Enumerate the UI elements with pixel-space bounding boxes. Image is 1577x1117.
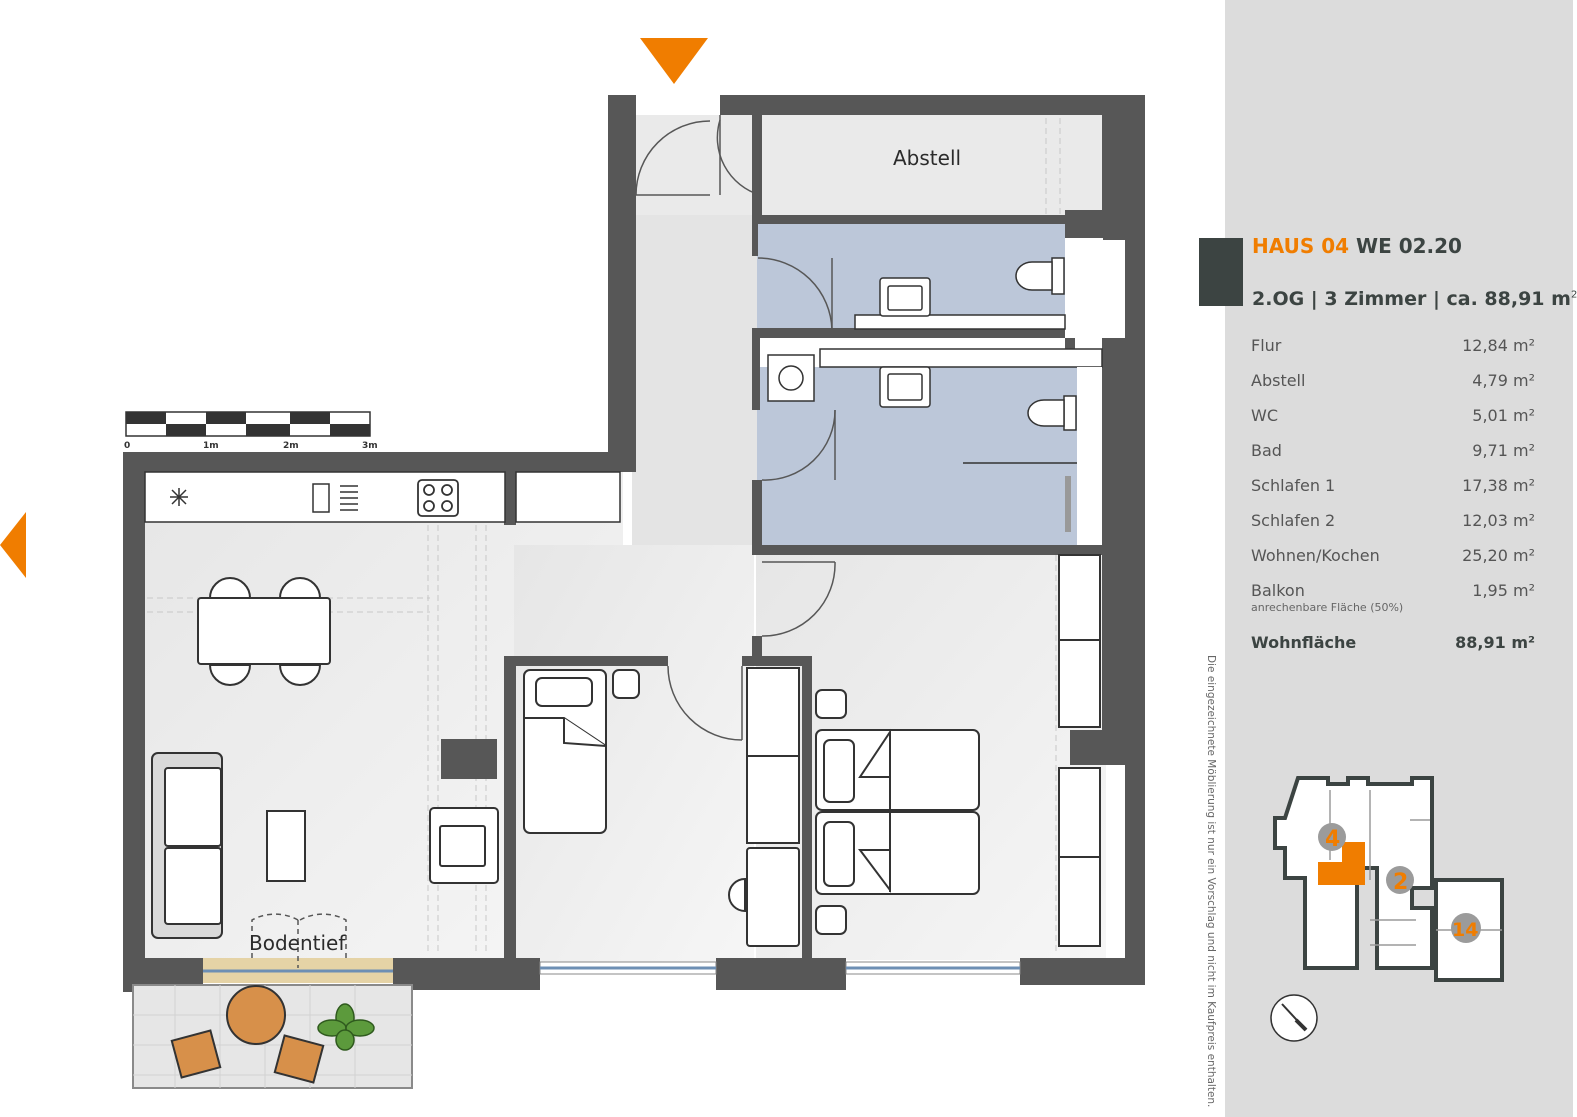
sink-icon xyxy=(312,483,358,513)
desk xyxy=(728,847,800,947)
wc-door xyxy=(757,257,833,331)
coffee-table xyxy=(266,810,306,882)
entry-door xyxy=(635,115,761,200)
title-marker xyxy=(1199,238,1243,306)
unit-title: HAUS 04 WE 02.20 xyxy=(1252,234,1462,258)
keyplan-house-2: 2 xyxy=(1393,870,1408,895)
bedroom1-door xyxy=(667,665,743,741)
sofa xyxy=(151,752,223,939)
plant-icon xyxy=(317,1003,375,1051)
unit-highlight xyxy=(1318,842,1365,885)
tv-cabinet xyxy=(441,739,497,779)
house-number: HAUS 04 xyxy=(1252,234,1350,258)
wc-fixtures xyxy=(854,238,1103,338)
dining-set xyxy=(197,577,331,686)
armchair xyxy=(429,807,499,884)
keyplan-house-4: 4 xyxy=(1325,827,1340,852)
entrance-arrow-icon xyxy=(640,38,708,84)
balcony-table xyxy=(226,985,286,1045)
bath-door xyxy=(761,409,836,481)
scale-tick-3: 3m xyxy=(362,441,378,451)
kitchen-counter xyxy=(144,471,621,523)
double-bed xyxy=(815,689,980,935)
cooktop-icon xyxy=(417,479,459,517)
balcony-chair-2 xyxy=(273,1034,325,1084)
compass-icon xyxy=(1270,994,1318,1042)
summary-text: 2.OG | 3 Zimmer | ca. 88,91 m xyxy=(1252,288,1571,310)
fridge-icon xyxy=(170,488,188,506)
disclaimer: Die eingezeichnete Möblierung ist nur ei… xyxy=(1205,655,1217,1108)
scale-tick-0: 0 xyxy=(124,441,130,451)
wardrobe xyxy=(746,667,800,844)
windows xyxy=(203,958,1021,983)
label-bodentief: Bodentief xyxy=(249,931,346,955)
label-abstell: Abstell xyxy=(893,146,961,170)
wardrobe-right xyxy=(1058,554,1101,947)
floor-plan: 0 1m 2m 3m Abstell Bodentief xyxy=(0,38,1145,1089)
scale-bar: 0 1m 2m 3m xyxy=(124,411,378,451)
side-arrow-icon xyxy=(0,512,26,578)
walls xyxy=(123,95,1145,992)
scale-tick-2: 2m xyxy=(283,441,299,451)
keyplan-house-14: 14 xyxy=(1452,919,1478,941)
balcony-chair-1 xyxy=(170,1029,222,1079)
bedroom2-door xyxy=(761,561,836,637)
balcony xyxy=(132,984,413,1089)
unit-number: WE 02.20 xyxy=(1356,234,1462,258)
bath-fixtures xyxy=(767,348,1103,545)
scale-tick-1: 1m xyxy=(203,441,219,451)
balcony-door-swing xyxy=(251,913,347,968)
summary-sup: 2 xyxy=(1570,289,1577,301)
unit-summary: 2.OG | 3 Zimmer | ca. 88,91 m2 xyxy=(1252,288,1577,310)
key-plan: 4 2 14 xyxy=(1273,776,1504,982)
single-bed xyxy=(523,669,640,834)
